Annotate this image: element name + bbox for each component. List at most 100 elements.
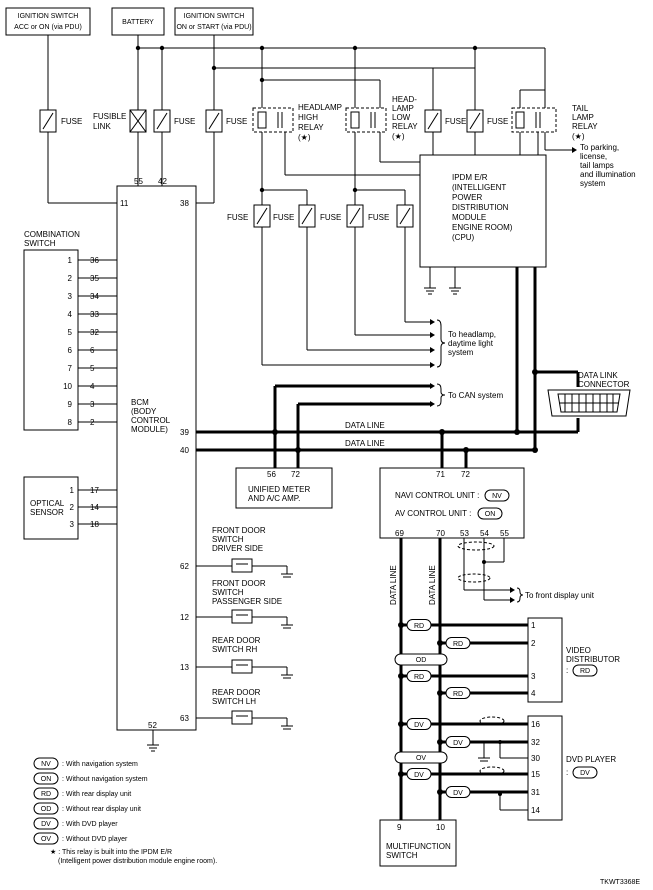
video-distributor: VIDEO DISTRIBUTOR : RD [527,617,620,703]
svg-text:OPTICAL: OPTICAL [30,499,65,508]
svg-text:license,: license, [580,152,607,161]
combo-pin-left: 8 [68,418,73,427]
svg-text:FUSE: FUSE [368,213,389,222]
svg-text:56: 56 [267,470,276,479]
svg-text:(★): (★) [298,133,311,142]
optical-sensor: OPTICAL SENSOR [23,476,79,540]
dvd-pin: 31 [531,788,540,797]
svg-text:SENSOR: SENSOR [30,508,64,517]
svg-text:To headlamp,: To headlamp, [448,330,496,339]
optical-pin-left: 2 [70,503,75,512]
svg-text:RELAY: RELAY [298,123,324,132]
dvd-pin: 32 [531,738,540,747]
junction-dot [437,640,443,646]
combo-pin-right: 5 [90,364,95,373]
option-tag-label: RD [414,674,424,681]
combo-pin-left: 4 [68,310,73,319]
option-tag-label: DV [414,772,424,779]
svg-text:MULTIFUNCTION: MULTIFUNCTION [386,842,451,851]
dvd-pin: 15 [531,770,540,779]
legend-tag [33,757,59,770]
svg-text:10: 10 [436,823,445,832]
legend-text: : With rear display unit [62,791,131,798]
svg-text:DV: DV [580,770,590,777]
svg-text:FUSIBLE: FUSIBLE [93,112,126,121]
junction-dot [498,740,502,744]
svg-text:72: 72 [461,470,470,479]
svg-text:42: 42 [158,177,167,186]
svg-text:54: 54 [480,529,489,538]
svg-text:UNIFIED METER: UNIFIED METER [248,485,310,494]
svg-text:system: system [448,348,474,357]
svg-text:53: 53 [460,529,469,538]
svg-text:ON or START (via PDU): ON or START (via PDU) [176,24,251,31]
legend-tag [33,802,59,815]
option-tag-label: DV [453,790,463,797]
junction-dot [398,673,404,679]
svg-text:RELAY: RELAY [572,122,598,131]
legend-tag [33,772,59,785]
legend-tag-label: DV [41,821,51,828]
front-display-wiring: To front display unit [457,538,595,603]
svg-text:39: 39 [180,428,189,437]
can-wires: To CAN system DATA LINE DATA LINE [196,267,580,468]
svg-text:FUSE: FUSE [487,117,508,126]
combo-pin-right: 33 [90,310,99,319]
svg-text:FUSE: FUSE [320,213,341,222]
junction-dot [437,739,443,745]
option-tag-label: OD [416,657,427,664]
option-tag-wide [394,751,448,764]
svg-text::: : [566,768,568,777]
legend-tag-label: OV [41,836,51,843]
svg-text:To front display unit: To front display unit [525,591,595,600]
svg-text:IGNITION SWITCH: IGNITION SWITCH [18,13,79,20]
multifunction-switch: 9 10 MULTIFUNCTION SWITCH [379,819,457,867]
svg-text:(★): (★) [392,132,405,141]
svg-text:SWITCH: SWITCH [24,239,56,248]
combo-pin-right: 32 [90,328,99,337]
svg-text:(INTELLIGENT: (INTELLIGENT [452,183,506,192]
svg-text:52: 52 [148,721,157,730]
door-switch-label: REAR DOOR [212,636,261,645]
legend-text: : With DVD player [62,821,118,828]
legend-tag [33,832,59,845]
svg-text:DVD PLAYER: DVD PLAYER [566,755,616,764]
optical-pin-right: 18 [90,520,99,529]
option-tag-wide [394,653,448,666]
optical-pin-right: 14 [90,503,99,512]
svg-text:HEADLAMP: HEADLAMP [298,103,342,112]
combo-pin-right: 2 [90,418,95,427]
svg-text:AND A/C AMP.: AND A/C AMP. [248,494,300,503]
svg-text:and illumination: and illumination [580,170,636,179]
legend-text: : Without DVD player [62,836,128,843]
door-switch-body [231,710,253,725]
reference-code: TKWT3368E [600,879,640,886]
legend-text: : With navigation system [62,761,138,768]
svg-text:★ : This relay is built into t: ★ : This relay is built into the IPDM E/… [50,848,172,856]
legend-tag-label: RD [41,791,51,798]
headlamp-low-relay: HEAD- LAMP LOW RELAY (★) [345,95,418,141]
junction-dot [498,792,502,796]
svg-text:DATA LINE: DATA LINE [428,565,437,605]
ignition-switch-acc-box: IGNITION SWITCH ACC or ON (via PDU) [5,7,91,36]
svg-text:CONTROL: CONTROL [131,416,171,425]
tail-lamp-relay: TAIL LAMP RELAY (★) [511,104,598,141]
junction-dot [398,721,404,727]
source-wires [47,35,546,110]
video-pin: 4 [531,689,536,698]
svg-text:ENGINE ROOM): ENGINE ROOM) [452,223,513,232]
video-pin: 2 [531,639,536,648]
option-tag [445,637,471,649]
door-switch-pin: 12 [180,613,189,622]
legend-tag [33,817,59,830]
junction-dot [398,771,404,777]
svg-text:LINK: LINK [93,122,111,131]
option-tag [406,768,432,780]
legend-text: : Without navigation system [62,776,148,783]
fuse-ipdm: FUSE [466,109,508,133]
fuse-ign-on: FUSE [205,109,247,133]
